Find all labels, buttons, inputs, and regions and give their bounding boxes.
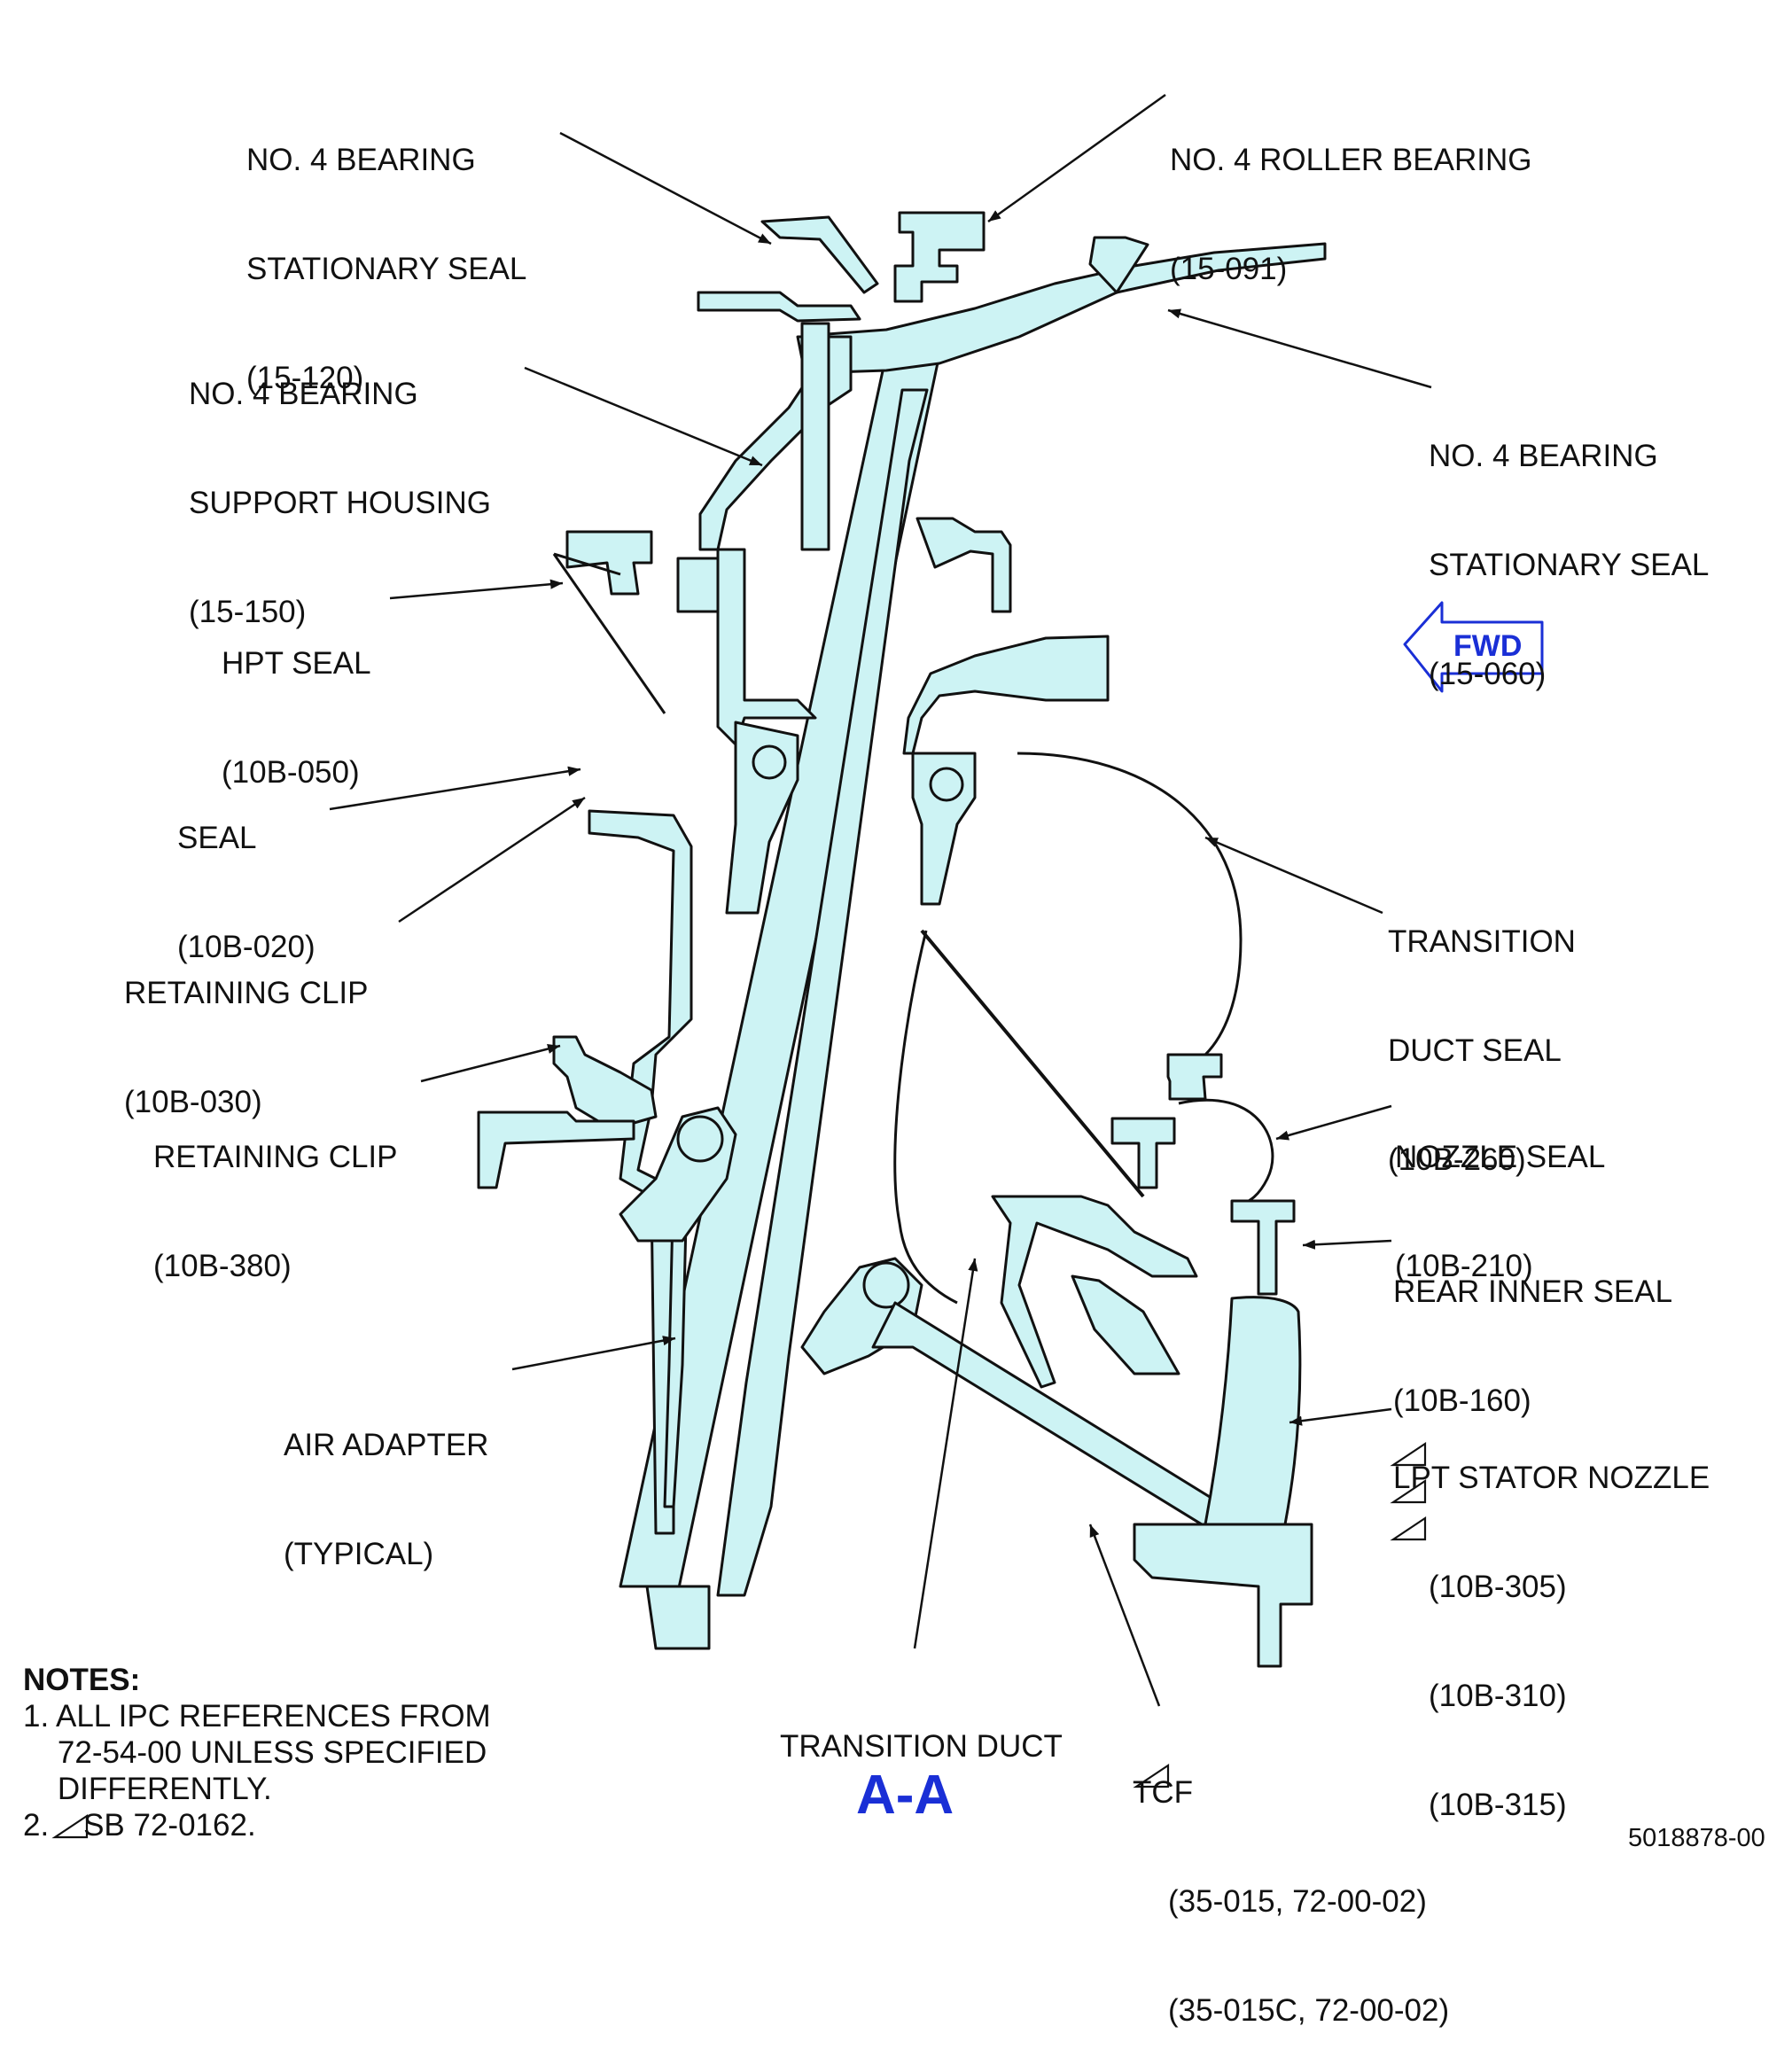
label-transition-duct-seal: TRANSITION DUCT SEAL (10B-260) bbox=[1388, 924, 1576, 1177]
tcf-hook bbox=[991, 1195, 1198, 1389]
nozzle-seal-top-flange bbox=[1166, 1053, 1223, 1101]
tcf-lower-duct bbox=[1071, 1274, 1180, 1375]
lower-center-pin bbox=[862, 1261, 910, 1309]
label-support-housing: NO. 4 BEARING SUPPORT HOUSING (15-150) bbox=[189, 377, 491, 629]
lower-right-retainer bbox=[1133, 1523, 1313, 1668]
notes-heading: NOTES: bbox=[23, 1663, 141, 1697]
transition-duct-upper-flange bbox=[915, 517, 1012, 613]
transition-duct-inner-wall bbox=[893, 930, 958, 1305]
transition-duct-seal-arc bbox=[1017, 752, 1243, 1056]
note-line: DIFFERENTLY. bbox=[23, 1772, 272, 1806]
engine-section-geometry bbox=[477, 211, 1327, 1668]
notes-block: NOTES: 1. ALL IPC REFERENCES FROM 72-54-… bbox=[23, 1662, 491, 1843]
note-line: 2. SB 72-0162. bbox=[23, 1808, 256, 1843]
left-end-bracket bbox=[477, 1110, 635, 1189]
label-nozzle-seal: NOZZLE SEAL (10B-210) bbox=[1395, 1140, 1606, 1283]
note-line: 1. ALL IPC REFERENCES FROM bbox=[23, 1699, 491, 1734]
document-number: 5018878-00 bbox=[1628, 1824, 1765, 1852]
air-adapter-frame bbox=[588, 809, 693, 1535]
label-tcf: TCF (35-015, 72-00-02) (35-015C, 72-00-0… bbox=[1133, 1775, 1450, 2028]
lower-left-pin bbox=[676, 1115, 724, 1163]
label-stationary-seal-15-120: NO. 4 BEARING STATIONARY SEAL (15-120) bbox=[246, 143, 527, 395]
fwd-label: FWD bbox=[1453, 629, 1523, 663]
leader-lines bbox=[329, 93, 1432, 1707]
label-transition-duct: TRANSITION DUCT bbox=[780, 1729, 1063, 1764]
roller-bearing-shape bbox=[893, 211, 986, 303]
lpt-stator-band bbox=[1204, 1296, 1302, 1526]
stationary-seal-left-wing bbox=[697, 291, 861, 323]
label-retaining-clip-10b-380: RETAINING CLIP (10B-380) bbox=[153, 1140, 398, 1283]
retaining-clip-bracket bbox=[552, 1035, 658, 1127]
label-rear-inner-seal: REAR INNER SEAL (10B-160) bbox=[1393, 1274, 1673, 1418]
hpt-seal-wire bbox=[552, 552, 666, 714]
nozzle-seal-arc bbox=[1178, 1098, 1274, 1207]
right-pin bbox=[929, 767, 964, 802]
mid-housing-column bbox=[716, 548, 817, 746]
label-hpt-seal: HPT SEAL (10B-050) bbox=[222, 646, 371, 790]
inner-shaft-beam bbox=[716, 388, 929, 1597]
view-label: A-A bbox=[856, 1765, 954, 1826]
stationary-seal-upper-bracket bbox=[760, 215, 879, 294]
rear-inner-seal-flange bbox=[1230, 1199, 1296, 1296]
bottom-shaft-flange bbox=[645, 1585, 711, 1650]
cross-section-drawing bbox=[51, 93, 1544, 1839]
label-retaining-clip-10b-030: RETAINING CLIP (10B-030) bbox=[124, 976, 369, 1119]
note-line: 72-54-00 UNLESS SPECIFIED bbox=[23, 1735, 487, 1770]
transition-duct-strut bbox=[920, 929, 1145, 1198]
support-arm-right bbox=[814, 242, 1327, 374]
label-seal: SEAL (10B-020) bbox=[177, 821, 316, 964]
left-pin bbox=[752, 744, 787, 780]
transition-duct-bracket bbox=[902, 635, 1110, 755]
label-air-adapter: AIR ADAPTER (TYPICAL) bbox=[284, 1428, 489, 1571]
label-stationary-seal-15-060: NO. 4 BEARING STATIONARY SEAL (15-060) bbox=[1429, 439, 1710, 691]
support-arm-top-flange bbox=[1088, 236, 1149, 294]
support-housing-vertical bbox=[800, 322, 830, 551]
hpt-seal-top bbox=[565, 530, 653, 596]
nozzle-seal-mid-flange bbox=[1110, 1117, 1176, 1189]
label-roller-bearing: NO. 4 ROLLER BEARING (15-091) bbox=[1170, 143, 1532, 286]
fwd-arrow-icon bbox=[1403, 601, 1544, 693]
sb-triangle-icon bbox=[51, 1441, 1427, 1839]
label-lpt-stator-nozzle: LPT STATOR NOZZLE (10B-305) (10B-310) (1… bbox=[1393, 1461, 1710, 1822]
